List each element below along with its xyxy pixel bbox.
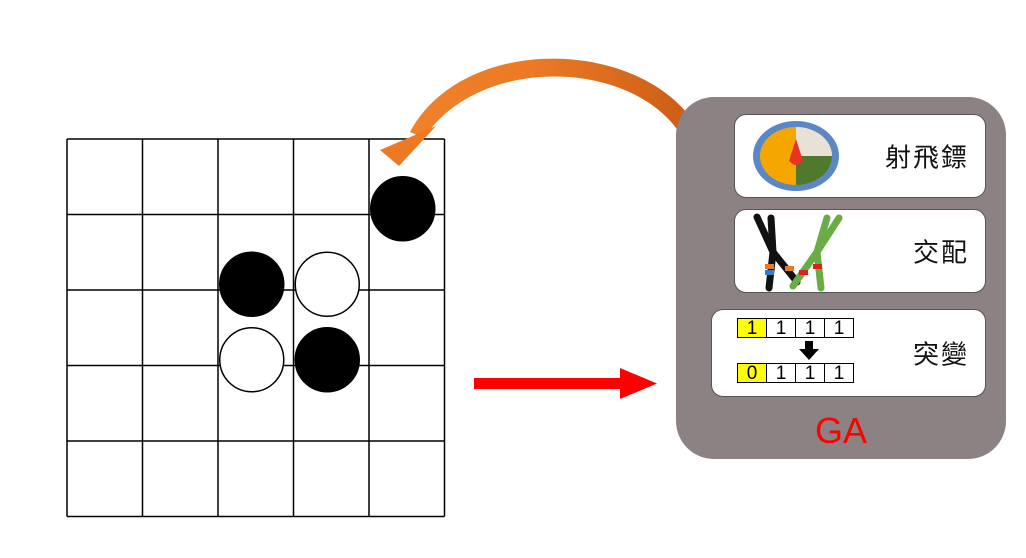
black-stone: [370, 176, 436, 242]
white-stone: [219, 327, 285, 393]
board-grid: [66, 138, 446, 518]
forward-arrow-head: [620, 368, 657, 399]
forward-arrow-shaft: [474, 378, 622, 389]
black-stone: [294, 327, 360, 393]
arrow-down-icon: [799, 341, 819, 360]
feedback-arrow-head: [380, 126, 436, 166]
ga-title: GA: [814, 410, 867, 451]
bit-string-after: 0 1 1 1: [737, 363, 854, 383]
bit-cell-highlight: 1: [737, 318, 767, 338]
ga-card-crossover: 交配: [734, 209, 986, 293]
dartboard-icon: [753, 121, 839, 191]
chromosome-crossover-icon: [753, 213, 843, 292]
bit-string-before: 1 1 1 1: [737, 318, 854, 338]
board-stones: [219, 176, 436, 393]
ga-card-label: 射飛鏢: [884, 143, 969, 174]
feedback-arrow-body: [410, 58, 712, 166]
ga-card-label: 交配: [912, 238, 969, 269]
black-stone: [219, 251, 285, 317]
ga-card-label: 突變: [912, 340, 969, 371]
bit-cell: 1: [824, 363, 854, 383]
white-stone: [294, 251, 360, 317]
bit-cell: 1: [824, 318, 854, 338]
ga-card-dart: 射飛鏢: [734, 114, 986, 198]
